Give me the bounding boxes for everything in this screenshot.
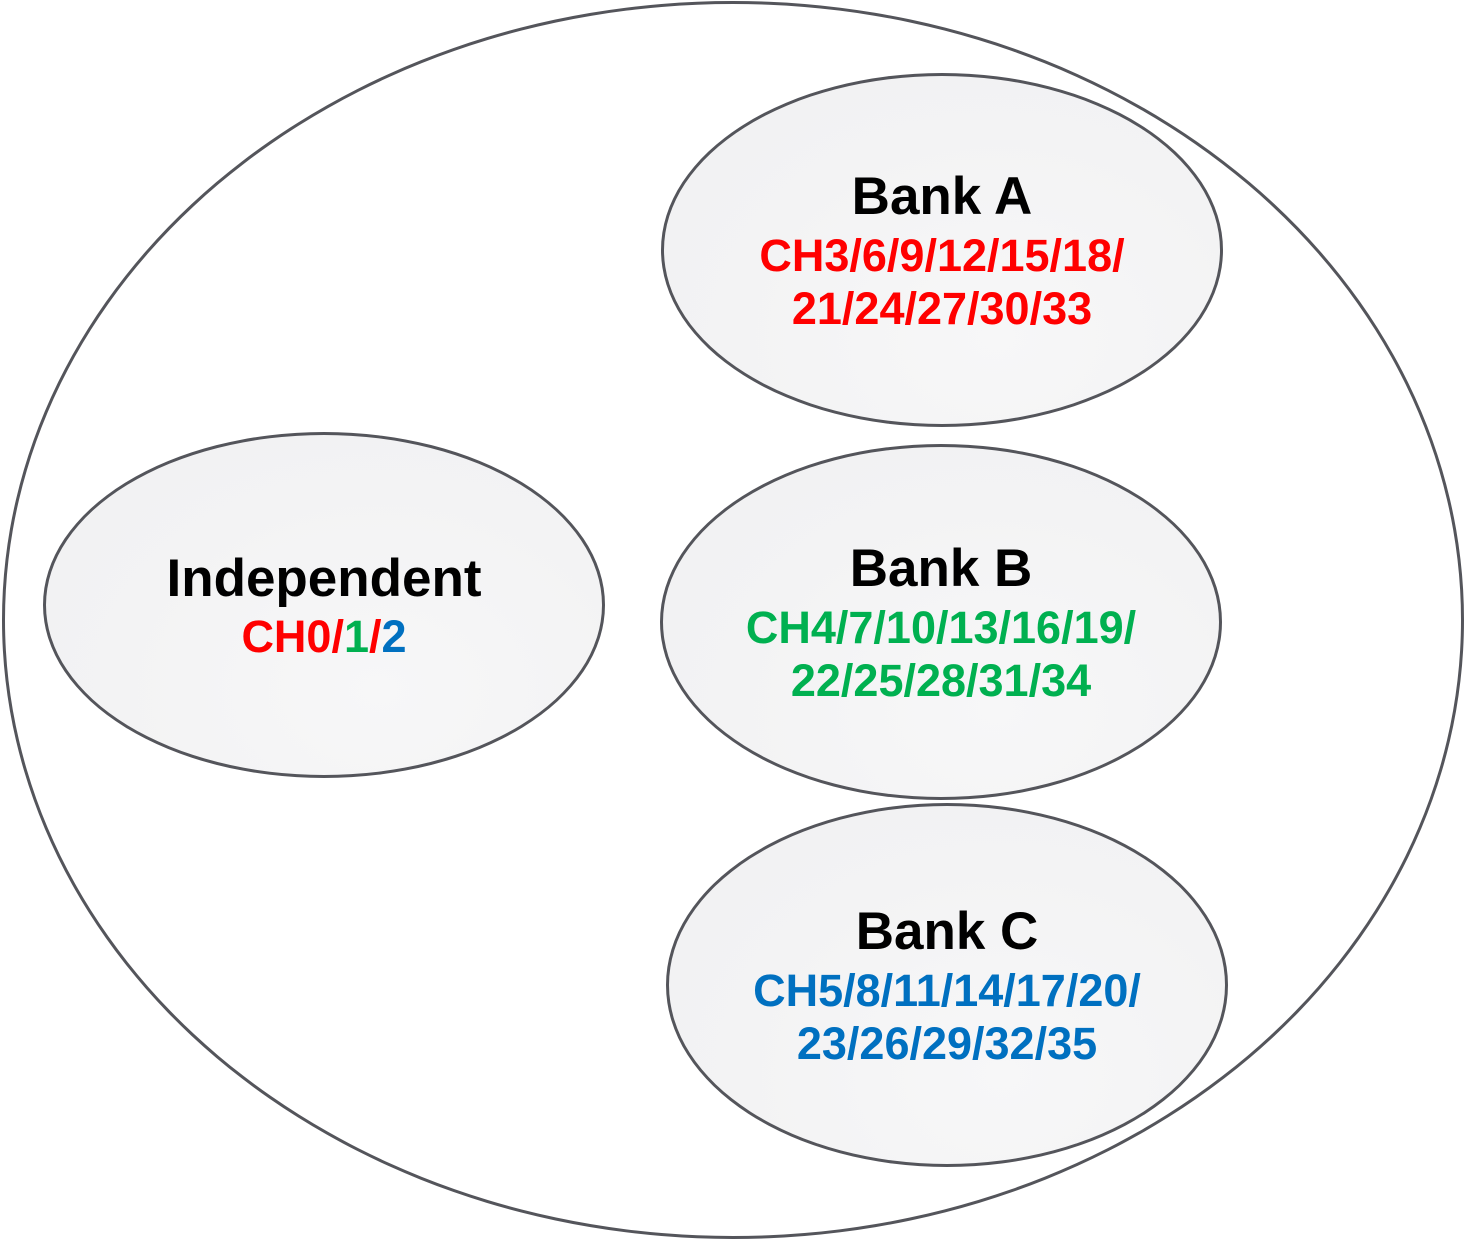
independent-channel-segment: CH0/ — [241, 611, 344, 663]
bank-b-title: Bank B — [849, 539, 1033, 599]
bank-b-channels-line-2: 22/25/28/31/34 — [790, 654, 1092, 706]
independent-channels-line: CH0/1/2 — [241, 610, 406, 663]
bank-c-ellipse: Bank C CH5/8/11/14/17/20/ 23/26/29/32/35 — [666, 803, 1228, 1167]
bank-c-channels-line-2: 23/26/29/32/35 — [796, 1017, 1098, 1069]
independent-channel-segment: 2 — [381, 611, 407, 663]
independent-title: Independent — [166, 548, 482, 608]
independent-channel-segment: 1 — [343, 611, 369, 663]
bank-b-ellipse: Bank B CH4/7/10/13/16/19/ 22/25/28/31/34 — [660, 444, 1222, 800]
independent-channel-segment: / — [369, 611, 382, 663]
bank-c-content: Bank C CH5/8/11/14/17/20/ 23/26/29/32/35 — [669, 806, 1225, 1164]
bank-a-channels-line-1: CH3/6/9/12/15/18/ — [759, 229, 1125, 281]
bank-c-title: Bank C — [855, 902, 1039, 962]
bank-b-content: Bank B CH4/7/10/13/16/19/ 22/25/28/31/34 — [663, 447, 1219, 797]
independent-ellipse: Independent CH0/1/2 — [43, 432, 605, 778]
bank-b-channels-line-1: CH4/7/10/13/16/19/ — [745, 601, 1137, 653]
bank-c-channels-line-1: CH5/8/11/14/17/20/ — [753, 964, 1141, 1016]
bank-a-ellipse: Bank A CH3/6/9/12/15/18/ 21/24/27/30/33 — [661, 73, 1223, 427]
independent-content: Independent CH0/1/2 — [46, 435, 602, 775]
bank-a-title: Bank A — [851, 167, 1033, 227]
bank-a-content: Bank A CH3/6/9/12/15/18/ 21/24/27/30/33 — [664, 76, 1220, 424]
bank-a-channels-line-2: 21/24/27/30/33 — [791, 282, 1093, 334]
